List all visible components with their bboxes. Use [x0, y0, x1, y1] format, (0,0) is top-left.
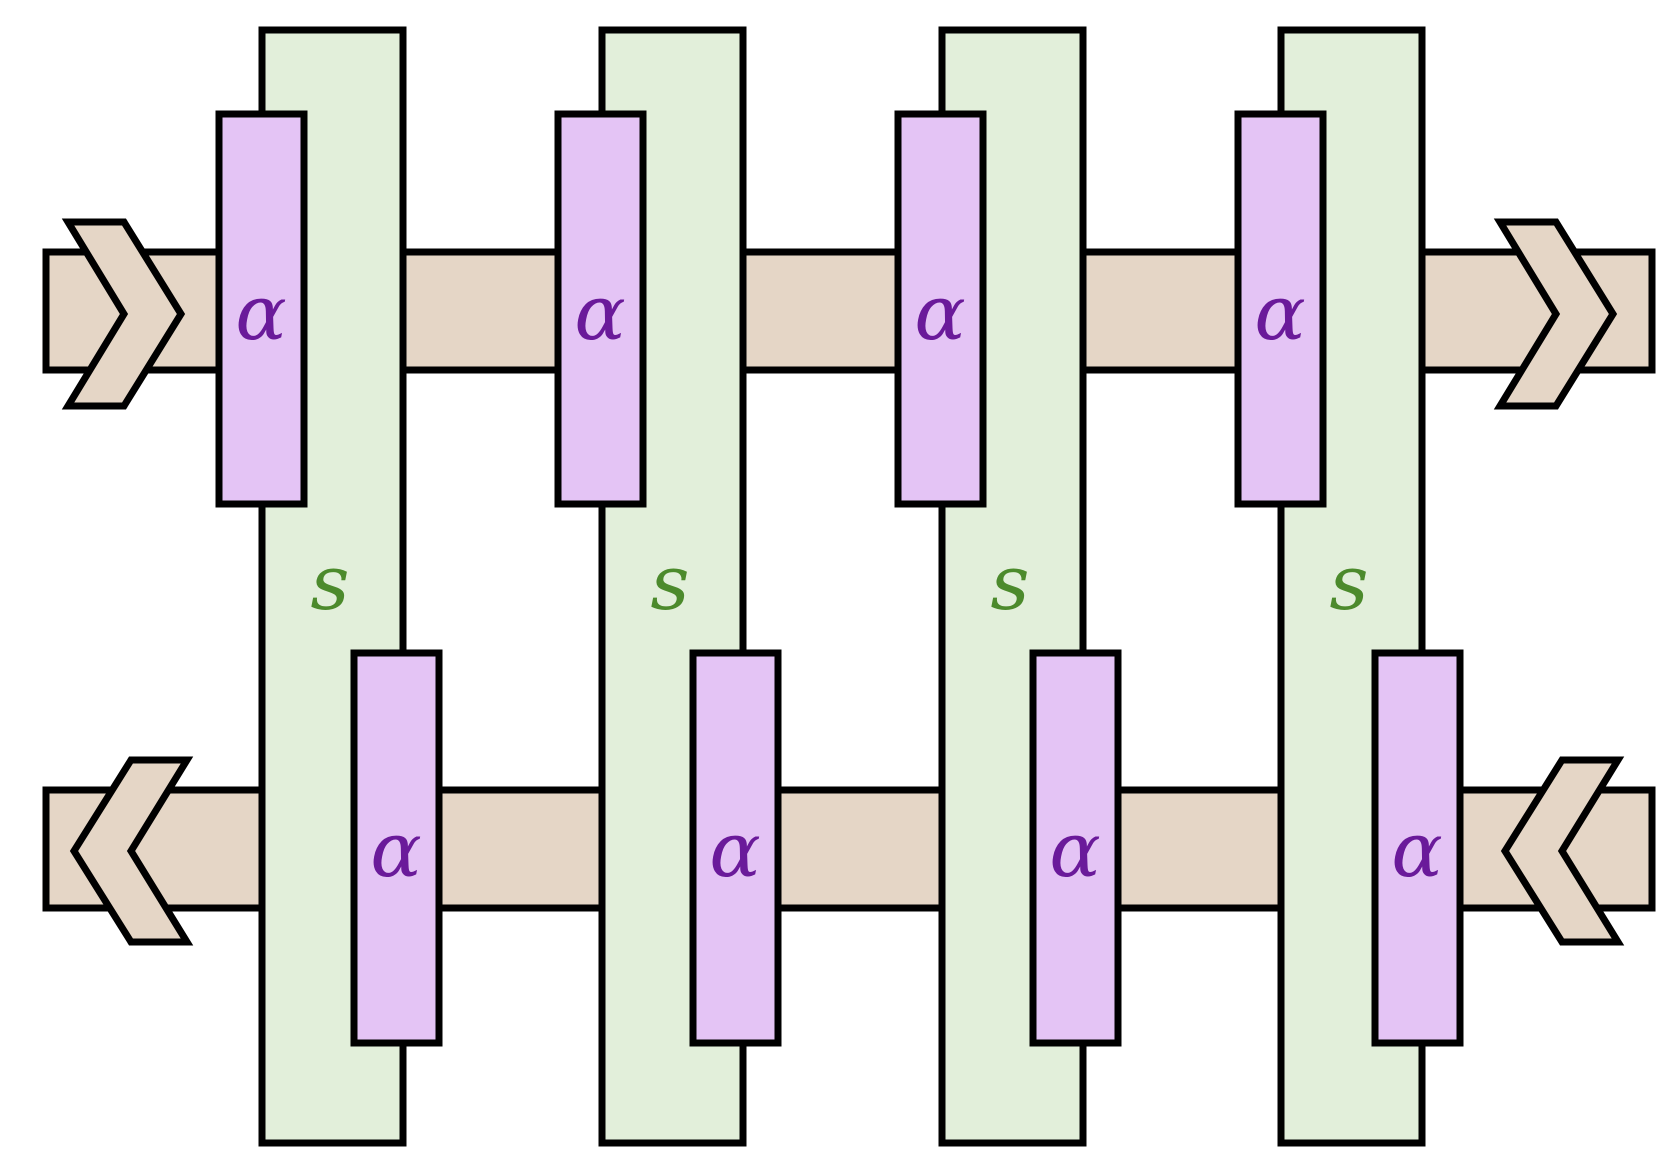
column-4-top-alpha-label: α: [1254, 268, 1305, 357]
column-2-bottom-alpha-box: [689, 649, 782, 1047]
column-3-top-alpha-label: α: [914, 268, 965, 357]
column-1-bottom-alpha-box: [350, 649, 443, 1047]
column-1: s α α: [215, 26, 443, 1147]
column-1-top-alpha-box: [215, 110, 308, 508]
column-2: s α α: [554, 26, 782, 1147]
top-wire-left-chevron-icon: [61, 218, 186, 410]
column-4-bottom-alpha-label: α: [1391, 805, 1442, 894]
column-4-bottom-alpha-box: [1371, 649, 1464, 1047]
column-3-bottom-alpha-box: [1029, 649, 1122, 1047]
bottom-wire-right-chevron-icon: [1500, 756, 1625, 946]
column-3-s-label: s: [990, 538, 1029, 627]
column-4-s-label: s: [1329, 538, 1368, 627]
top-wire-right-chevron-icon: [1493, 218, 1618, 410]
column-1-top-alpha-label: α: [235, 268, 286, 357]
column-2-bottom-alpha-label: α: [709, 805, 760, 894]
column-1-bottom-alpha-label: α: [370, 805, 421, 894]
bottom-wire-left-chevron-icon: [69, 756, 194, 946]
column-3-bottom-alpha-label: α: [1049, 805, 1100, 894]
column-2-s-label: s: [650, 538, 689, 627]
column-3-top-alpha-box: [894, 110, 987, 508]
column-4-top-alpha-box: [1234, 110, 1327, 508]
column-4: s α α: [1234, 26, 1464, 1147]
column-1-s-label: s: [310, 538, 349, 627]
column-3: s α α: [894, 26, 1122, 1147]
column-2-top-alpha-label: α: [574, 268, 625, 357]
column-2-top-alpha-box: [554, 110, 647, 508]
